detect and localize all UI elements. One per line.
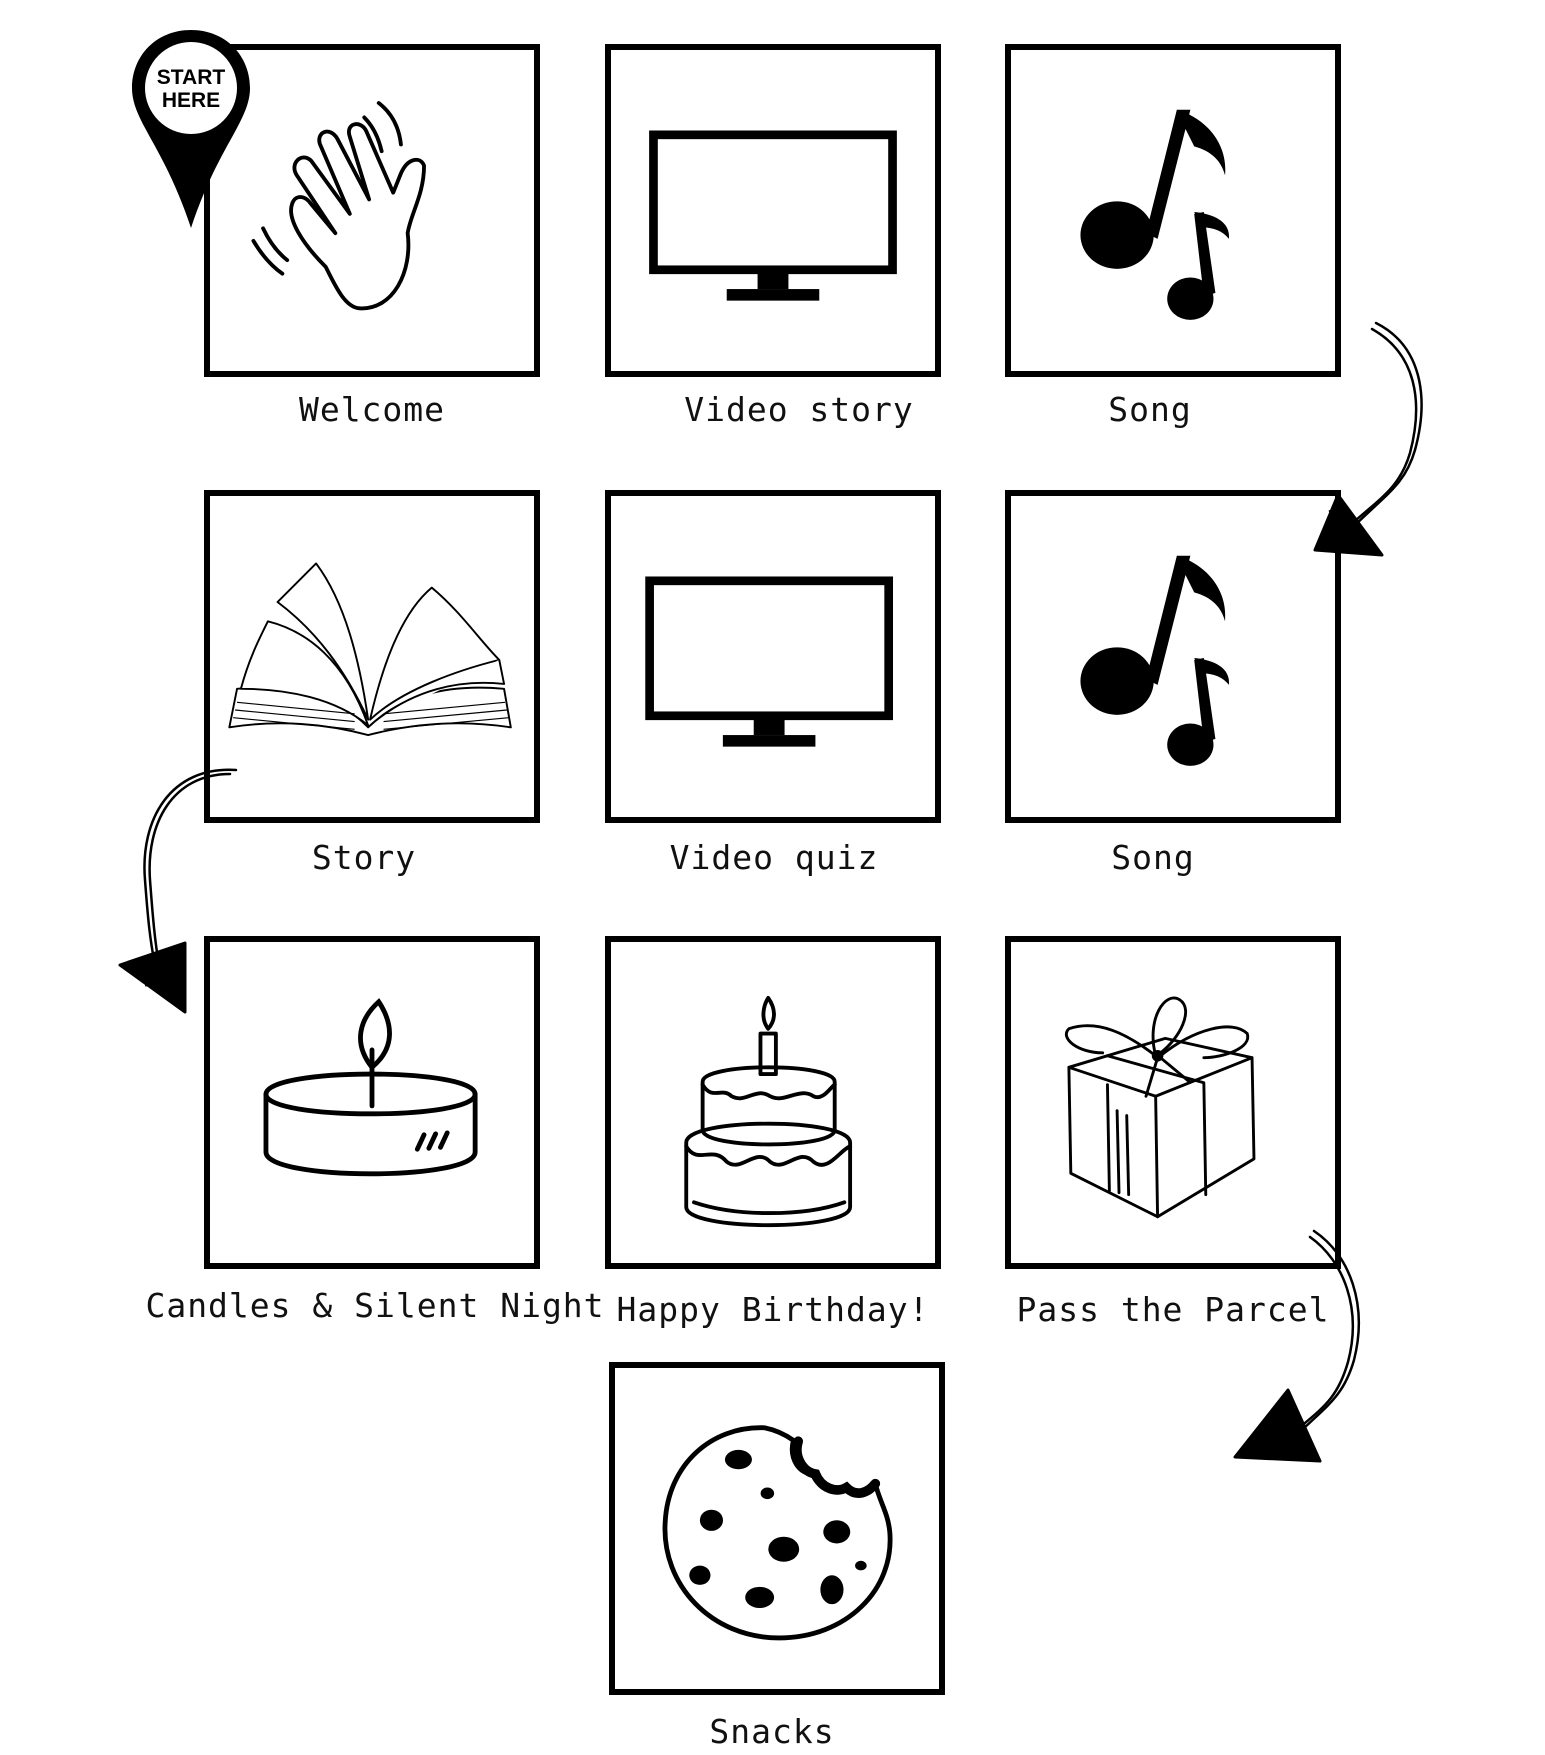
step-label: Video story xyxy=(684,390,914,429)
step-label: Story xyxy=(311,838,417,877)
start-here-marker: START HERE xyxy=(128,26,254,232)
step-label: Pass the Parcel xyxy=(1016,1290,1330,1329)
music-notes-icon xyxy=(1080,555,1230,766)
start-marker-line2: HERE xyxy=(161,89,221,112)
map-pin-icon xyxy=(132,30,250,228)
step-label: Candles & Silent Night xyxy=(145,1286,605,1325)
flow-arrow-2 xyxy=(118,768,238,1014)
step-label: Happy Birthday! xyxy=(616,1290,930,1329)
tv-icon xyxy=(649,130,897,301)
step-card-song xyxy=(1005,44,1341,377)
birthday-cake-icon xyxy=(684,995,853,1228)
waving-hand-icon xyxy=(251,101,426,311)
step-card-video-quiz xyxy=(605,490,941,823)
flow-arrow-1 xyxy=(1313,321,1423,557)
step-card-pass-the-parcel xyxy=(1005,936,1341,1269)
step-card-snacks xyxy=(609,1362,945,1695)
cookie-icon xyxy=(662,1425,893,1641)
step-card-video-story xyxy=(605,44,941,377)
step-label: Song xyxy=(1108,390,1192,429)
step-card-song xyxy=(1005,490,1341,823)
start-marker-line1: START xyxy=(156,66,226,89)
flow-arrow-3 xyxy=(1233,1229,1361,1463)
open-book-icon xyxy=(228,562,512,737)
step-card-welcome xyxy=(204,44,540,377)
candle-icon xyxy=(263,998,478,1177)
music-notes-icon xyxy=(1080,109,1230,320)
step-card-candles xyxy=(204,936,540,1269)
tv-icon xyxy=(645,576,894,747)
step-label: Welcome xyxy=(298,390,446,429)
step-card-story xyxy=(204,490,540,823)
gift-box-icon xyxy=(1065,996,1256,1219)
step-label: Video quiz xyxy=(669,838,879,877)
step-label: Snacks xyxy=(709,1712,835,1751)
step-card-happy-birthday xyxy=(605,936,941,1269)
step-label: Song xyxy=(1111,838,1195,877)
